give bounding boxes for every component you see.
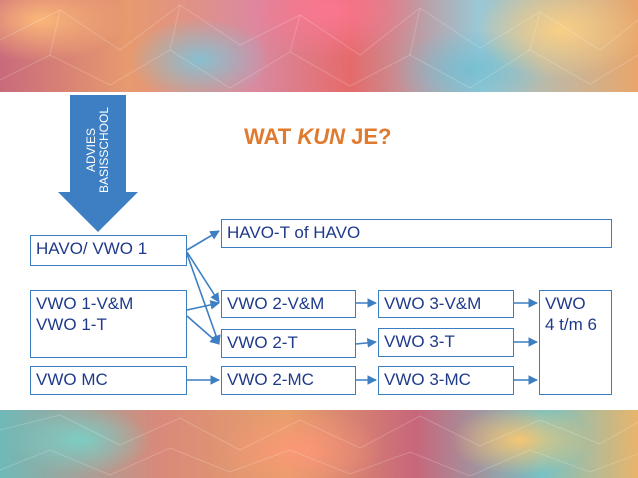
box-havo-t-label: HAVO-T of HAVO [227, 223, 361, 242]
arrow-havo-to-vwo2t [186, 253, 221, 345]
box-havo-vwo-1: HAVO/ VWO 1 [30, 235, 187, 266]
arrow-vwo1-to-vwo2t [186, 315, 220, 345]
box-vwo2-mc: VWO 2-MC [221, 366, 356, 395]
decorative-top-band [0, 0, 638, 92]
box-vwo3-t-label: VWO 3-T [384, 332, 455, 351]
page-title: WAT KUN JE? [244, 124, 392, 150]
arrow-vwo1-to-vwo2vm [186, 300, 220, 311]
box-vwo1-t-label: VWO 1-T [36, 315, 107, 334]
arrow-havo-to-havot [186, 230, 220, 251]
box-vwo3-mc: VWO 3-MC [378, 366, 514, 395]
box-vwo-line1: VWO [545, 294, 586, 313]
advice-arrow-icon [58, 95, 138, 232]
box-havo-vwo-1-label: HAVO/ VWO 1 [36, 239, 148, 258]
decorative-bottom-band [0, 410, 638, 478]
arrow-vwo2t-to-vwo3t [355, 338, 377, 348]
box-vwo3-mc-label: VWO 3-MC [384, 370, 471, 389]
box-vwo1-vm-label: VWO 1-V&M [36, 294, 134, 313]
box-havo-t: HAVO-T of HAVO [221, 219, 612, 248]
box-vwo3-vm-label: VWO 3-V&M [384, 294, 482, 313]
box-vwo2-t-label: VWO 2-T [227, 333, 298, 352]
box-vwo-mc: VWO MC [30, 366, 187, 395]
box-vwo3-t: VWO 3-T [378, 328, 514, 357]
box-vwo-1: VWO 1-V&M VWO 1-T [30, 290, 187, 358]
box-vwo2-mc-label: VWO 2-MC [227, 370, 314, 389]
box-vwo2-t: VWO 2-T [221, 329, 356, 358]
title-prefix: WAT [244, 124, 298, 149]
box-vwo-mc-label: VWO MC [36, 370, 108, 389]
box-vwo3-vm: VWO 3-V&M [378, 290, 514, 318]
box-vwo2-vm: VWO 2-V&M [221, 290, 356, 318]
box-vwo-line2: 4 t/m 6 [545, 315, 597, 334]
title-emphasis: KUN [297, 124, 346, 149]
box-vwo2-vm-label: VWO 2-V&M [227, 294, 325, 313]
title-suffix: JE? [345, 124, 392, 149]
arrow-havo-to-vwo2vm [186, 251, 220, 303]
box-vwo-upper: VWO 4 t/m 6 [539, 290, 612, 395]
